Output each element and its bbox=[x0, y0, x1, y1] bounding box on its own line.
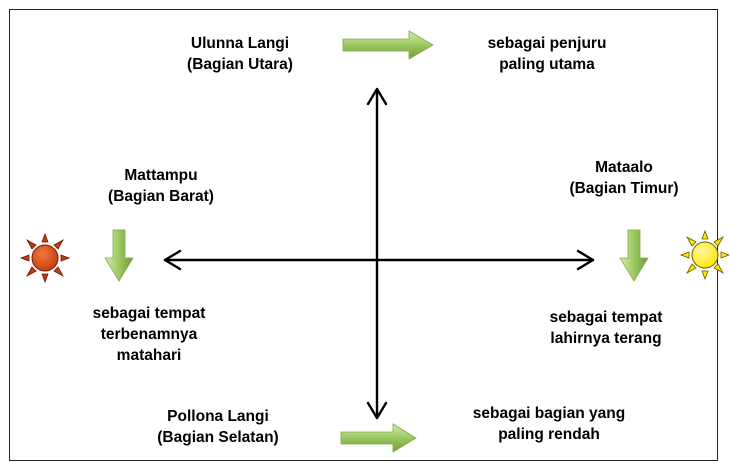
arrow-north-right bbox=[342, 30, 434, 60]
sun-icon bbox=[679, 229, 730, 281]
south-desc-line2: paling rendah bbox=[498, 426, 600, 443]
south-arrowhead bbox=[366, 401, 388, 420]
west-desc-line3: matahari bbox=[116, 347, 182, 364]
west-arrowhead bbox=[163, 249, 182, 271]
east-desc-line1: sebagai tempat bbox=[549, 309, 663, 326]
north-description: sebagai penjuru paling utama bbox=[488, 33, 607, 75]
sun-icon bbox=[19, 232, 71, 284]
south-subtitle: (Bagian Selatan) bbox=[157, 429, 279, 446]
north-desc-line1: sebagai penjuru bbox=[487, 35, 607, 52]
west-subtitle: (Bagian Barat) bbox=[108, 188, 214, 205]
north-label: Ulunna Langi (Bagian Utara) bbox=[187, 33, 293, 75]
south-description: sebagai bagian yang paling rendah bbox=[473, 403, 625, 445]
west-description: sebagai tempat terbenamnya matahari bbox=[93, 303, 206, 366]
west-title: Mattampu bbox=[124, 167, 198, 184]
south-title: Pollona Langi bbox=[167, 408, 269, 425]
east-description: sebagai tempat lahirnya terang bbox=[550, 307, 663, 349]
north-arrowhead bbox=[366, 87, 388, 106]
east-subtitle: (Bagian Timur) bbox=[569, 180, 679, 197]
east-desc-line2: lahirnya terang bbox=[550, 330, 662, 347]
west-desc-line2: terbenamnya bbox=[100, 326, 198, 343]
compass-axes bbox=[163, 87, 595, 420]
arrow-south-right bbox=[340, 423, 417, 453]
south-label: Pollona Langi (Bagian Selatan) bbox=[157, 406, 278, 448]
east-label: Mataalo (Bagian Timur) bbox=[569, 157, 678, 199]
north-desc-line2: paling utama bbox=[499, 56, 595, 73]
south-desc-line1: sebagai bagian yang bbox=[472, 405, 626, 422]
north-subtitle: (Bagian Utara) bbox=[187, 56, 293, 73]
east-title: Mataalo bbox=[595, 159, 653, 176]
arrow-west-down bbox=[104, 229, 134, 282]
arrow-east-down bbox=[619, 229, 649, 282]
diagram-frame bbox=[9, 9, 718, 461]
north-title: Ulunna Langi bbox=[190, 35, 290, 52]
east-arrowhead bbox=[576, 249, 595, 271]
west-desc-line1: sebagai tempat bbox=[92, 305, 206, 322]
west-label: Mattampu (Bagian Barat) bbox=[108, 165, 214, 207]
